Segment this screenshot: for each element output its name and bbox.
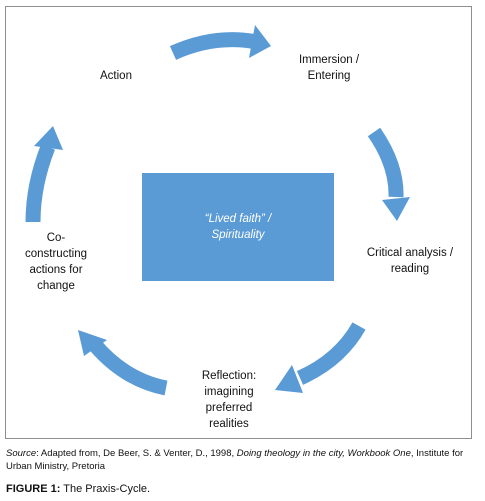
center-box: “Lived faith” / Spirituality <box>142 173 334 281</box>
figure-frame <box>5 6 472 439</box>
source-prefix: : Adapted from, De Beer, S. & Venter, D.… <box>36 448 237 459</box>
stage-action: Action <box>100 70 132 82</box>
figure-label: FIGURE 1: <box>6 483 61 495</box>
center-label-line2: Spirituality <box>211 229 265 241</box>
source-caption: Source: Adapted from, De Beer, S. & Vent… <box>6 447 476 473</box>
figure-caption: FIGURE 1: The Praxis-Cycle. <box>6 482 150 496</box>
stage-reflection: Reflection: imagining preferred realitie… <box>201 370 257 430</box>
source-suffix: , Institute for Urban Ministry, Pretoria <box>6 448 464 472</box>
praxis-cycle-diagram <box>25 25 410 396</box>
source-label: Source <box>6 448 37 459</box>
figure-title-text: The Praxis-Cycle. <box>60 483 151 495</box>
arrow-top <box>169 25 271 60</box>
stage-immersion: Immersion / Entering <box>298 54 360 82</box>
stage-critical-analysis: Critical analysis / reading <box>366 247 454 275</box>
arrow-left <box>25 126 63 223</box>
stage-co-constructing: Co- constructing actions for change <box>24 232 87 292</box>
arrow-bottom-left <box>78 330 168 396</box>
source-title: Doing theology in the city, Workbook One <box>236 448 411 459</box>
center-label-line1: “Lived faith” / <box>204 213 272 225</box>
arrow-right <box>367 127 410 221</box>
arrow-bottom-right <box>275 322 366 393</box>
